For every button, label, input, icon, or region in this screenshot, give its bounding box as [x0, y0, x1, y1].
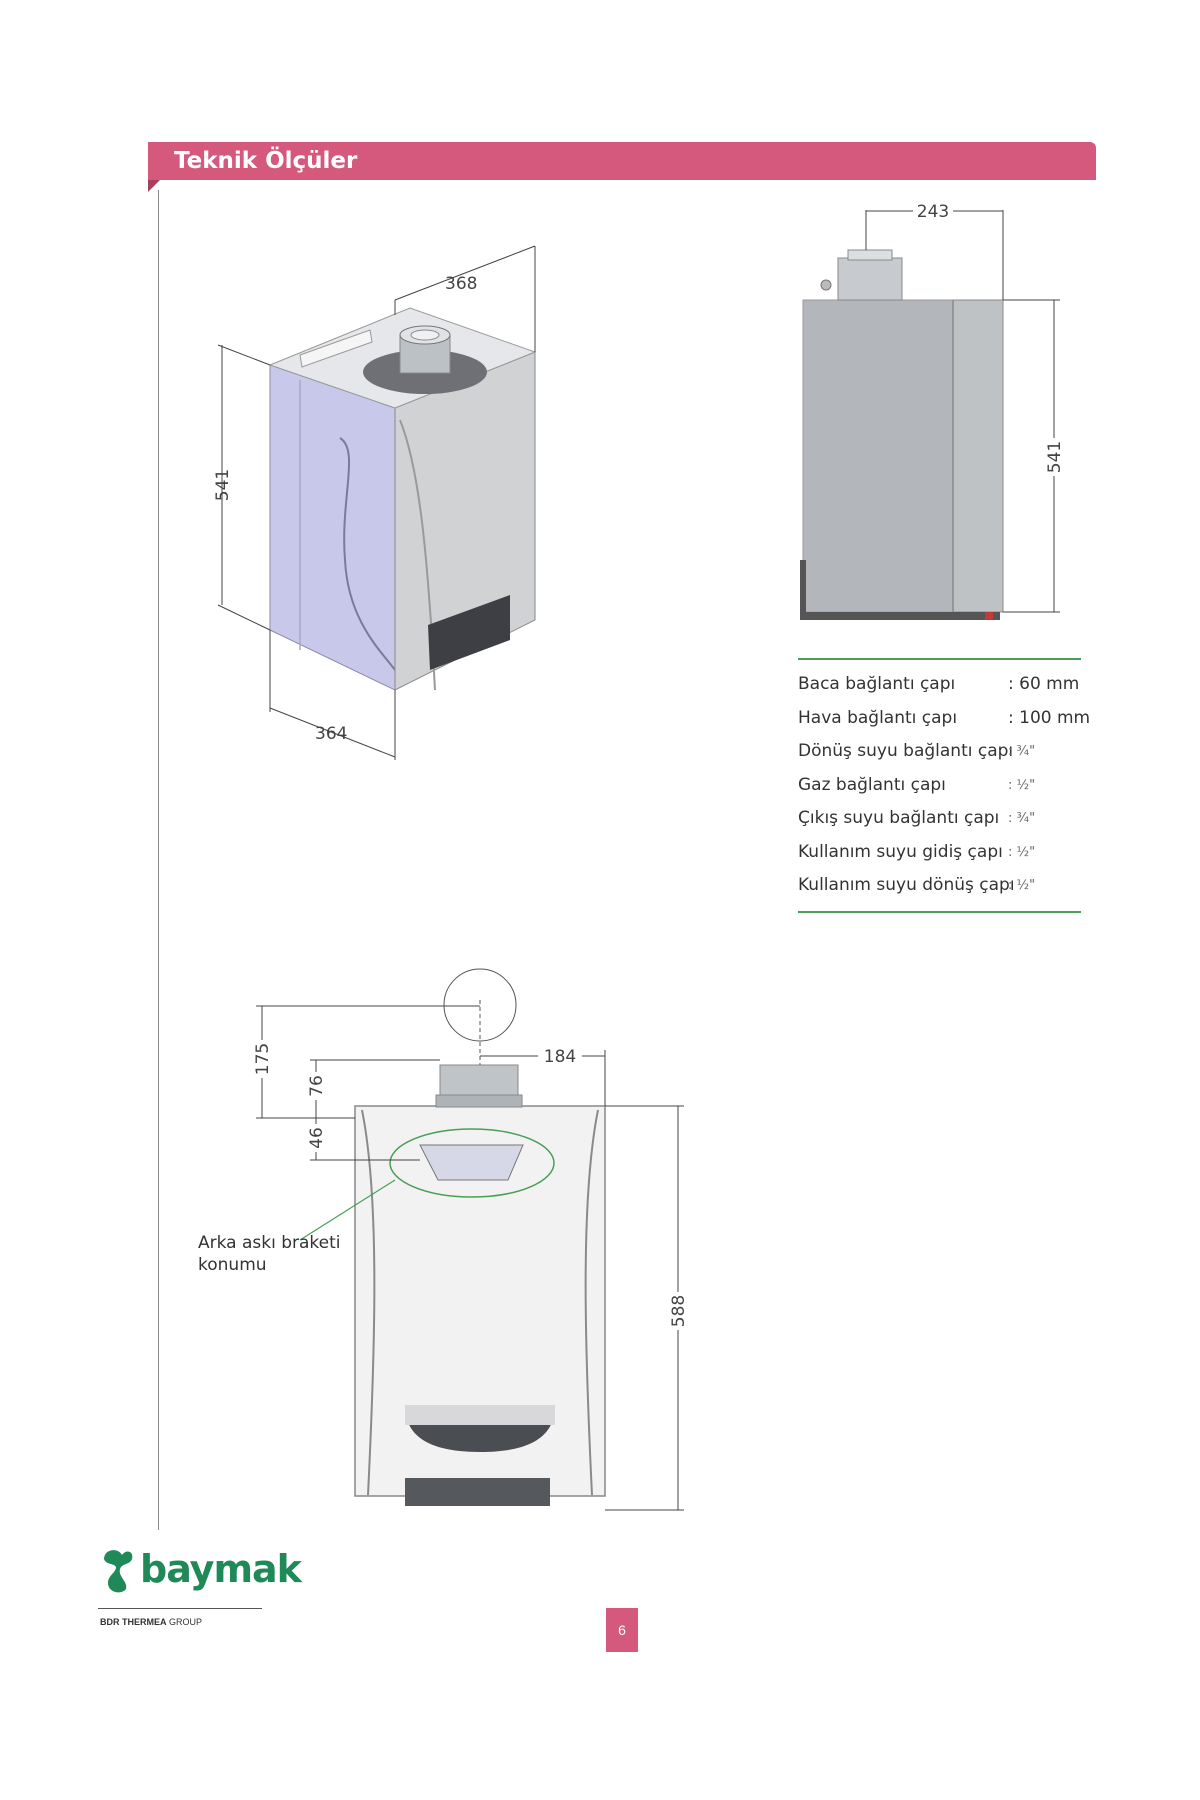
spec-value: : ½": [1008, 844, 1036, 860]
side-top-label: 243: [917, 202, 949, 222]
spec-row: Hava bağlantı çapı : 100 mm: [798, 702, 1090, 736]
spec-label: Gaz bağlantı çapı: [798, 774, 946, 795]
isometric-boiler-view: 368 541 364: [213, 245, 537, 760]
front-pipe-offset-label: 184: [544, 1047, 576, 1067]
callout-line-2: konumu: [198, 1255, 267, 1275]
front-bracket-top-label: 46: [307, 1127, 327, 1149]
spec-label: Çıkış suyu bağlantı çapı: [798, 808, 1000, 828]
spec-label: Dönüş suyu bağlantı çapı: [798, 741, 1014, 761]
spec-value: : ½": [1008, 878, 1036, 893]
side-height-label: 541: [1045, 441, 1065, 473]
spec-row: Dönüş suyu bağlantı çapı : ¾": [798, 735, 1081, 769]
logo-rule: [98, 1608, 262, 1609]
spec-value: : 100 mm: [1008, 707, 1091, 728]
front-pipe-top-label: 76: [307, 1075, 327, 1097]
spec-row: Çıkış suyu bağlantı çapı : ¾": [798, 802, 1081, 836]
spec-row: Baca bağlantı çapı : 60 mm: [798, 668, 1081, 702]
callout-line-1: Arka askı braketi: [198, 1233, 341, 1253]
front-boiler-view: 175 76 46 184 588: [252, 968, 689, 1511]
spec-row: Gaz bağlantı çapı : ½": [798, 769, 1081, 803]
spec-value: : ¾": [1008, 744, 1036, 759]
iso-height-label: 541: [213, 469, 233, 501]
spec-row: Kullanım suyu dönüş çapı : ½": [798, 869, 1081, 903]
header-notch: [148, 180, 160, 192]
spec-label: Kullanım suyu dönüş çapı: [798, 875, 1015, 895]
spec-value: : 60 mm: [1008, 674, 1080, 694]
spec-bottom-rule: [798, 910, 1081, 913]
baymak-logo: baymak: [98, 1545, 302, 1600]
iso-depth-label: 368: [445, 274, 477, 294]
spec-value: : ¾": [1008, 811, 1036, 826]
group-line: BDR THERMEA GROUP: [100, 1617, 203, 1627]
spec-table: Baca bağlantı çapı : 60 mm Hava bağlantı…: [798, 658, 1090, 913]
bracket-callout: Arka askı braketi konumu: [198, 1232, 341, 1276]
left-margin-rule: [158, 190, 159, 1530]
spec-top-rule: [798, 658, 1081, 660]
section-header-bar: Teknik Ölçüler: [148, 142, 1096, 180]
iso-width-label: 364: [315, 724, 347, 744]
page-number-badge: 6: [606, 1608, 638, 1652]
spec-label: Kullanım suyu gidiş çapı: [798, 841, 1003, 862]
front-height-label: 588: [669, 1295, 689, 1327]
section-title: Teknik Ölçüler: [174, 148, 358, 174]
spec-row: Kullanım suyu gidiş çapı : ½": [798, 836, 1081, 870]
squirrel-icon: [104, 1550, 133, 1593]
spec-value: : ½": [1008, 777, 1036, 793]
spec-label: Baca bağlantı çapı: [798, 674, 956, 694]
side-boiler-view: 243 541: [800, 201, 1065, 620]
front-total-top-label: 175: [253, 1043, 273, 1075]
spec-label: Hava bağlantı çapı: [798, 707, 958, 728]
